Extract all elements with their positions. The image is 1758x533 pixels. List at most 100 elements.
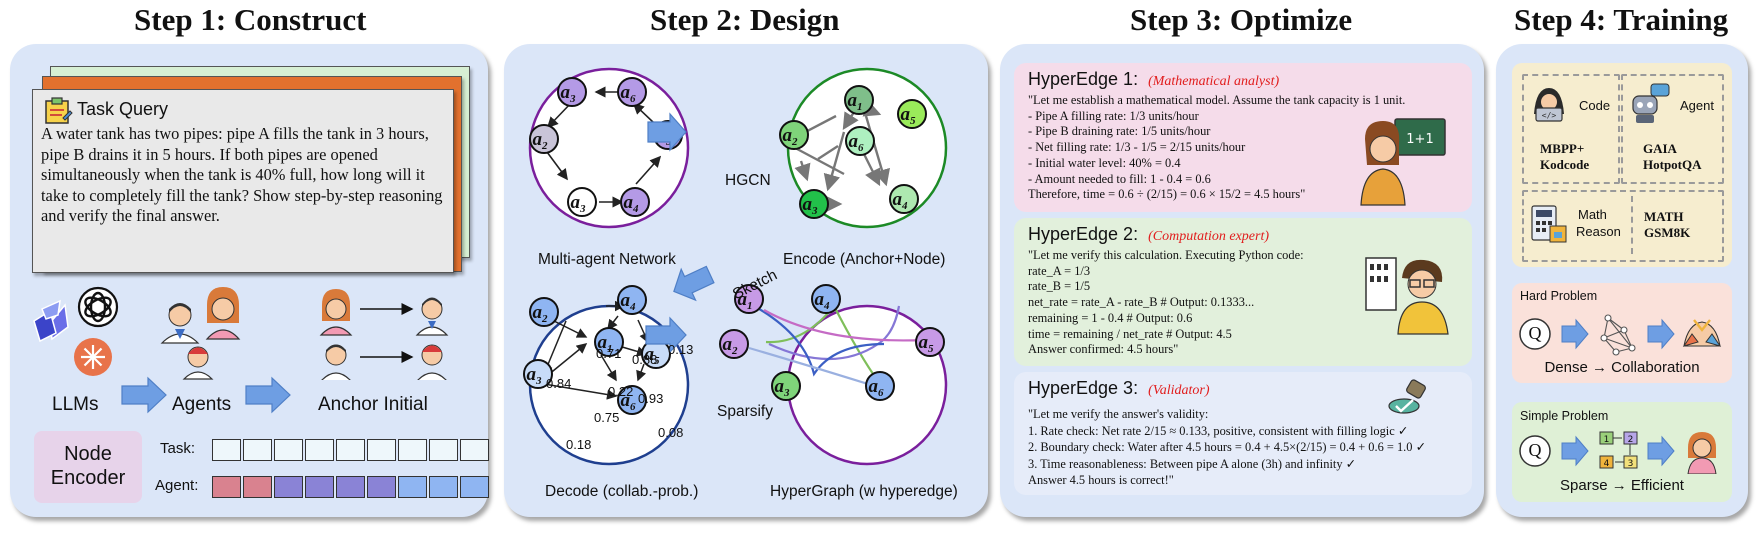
node-subscript: 3 [535, 375, 542, 387]
math-label-2: Reason [1576, 224, 1621, 239]
anchor-initial-diagram [319, 289, 449, 380]
weight-label-3: 0.13 [668, 342, 694, 357]
graph-node: a5 [641, 339, 671, 369]
graph-node: a6 [617, 385, 647, 415]
hyperedge-line: "Let me establish a mathematical model. … [1028, 93, 1406, 107]
sketch-arrow-icon [673, 265, 715, 302]
encode-label: Encode (Anchor+Node) [783, 251, 946, 268]
math-dataset-cell [1522, 190, 1724, 262]
graph-node: a3 [799, 189, 829, 219]
openai-icon [77, 286, 119, 328]
calculator-icon [1531, 205, 1567, 243]
hyperedge-2-lines: "Let me verify this calculation. Executi… [1028, 248, 1304, 358]
weight-label-5: 0.22 [608, 384, 634, 399]
node-subscript: 1 [747, 300, 753, 312]
graph-node: a4 [620, 187, 650, 217]
task-embedding-cube [460, 439, 489, 461]
hyperedge-line: "Let me verify the answer's validity: [1028, 407, 1209, 421]
hyperedge-line: - Initial water level: 40% = 0.4 [1028, 155, 1181, 170]
graph-node: a4 [811, 284, 841, 314]
node-subscript: 3 [579, 203, 586, 215]
agent-embedding-cube [274, 476, 303, 498]
task-query-card: Task Query A water tank has two pipes: p… [32, 89, 454, 273]
hyperedge-1-role: (Mathematical analyst) [1148, 74, 1280, 89]
hyperedge-line: - Pipe A filling rate: 1/3 units/hour [1028, 108, 1199, 123]
hyperedge-3-lines: "Let me verify the answer's validity:1. … [1028, 406, 1426, 489]
arrow-agents-to-anchor-icon [245, 376, 291, 414]
agent-dataset-1: GAIA [1643, 141, 1677, 156]
hyperedge-line: rate_A = 1/3 [1028, 263, 1091, 278]
node-subscript: 1 [607, 343, 613, 355]
gemini-like-icon [33, 299, 69, 343]
simple-problem-title: Simple Problem [1520, 409, 1609, 423]
hyperedge-1-title-text: HyperEdge 1: [1028, 69, 1139, 89]
mas-circle [528, 67, 690, 229]
hyperedges [748, 303, 925, 391]
avatar-woman-icon [205, 287, 241, 340]
hyperedge-card-2: HyperEdge 2: (Computation expert) "Let m… [1014, 218, 1472, 366]
code-dataset-2: Kodcode [1540, 157, 1590, 172]
node-subscript: 2 [791, 136, 798, 148]
node-subscript: 4 [823, 300, 830, 312]
code-label: Code [1579, 98, 1611, 113]
weight-label-6: 0.93 [638, 391, 664, 406]
avatar-man-icon [160, 303, 200, 344]
sticky-note-icon [45, 97, 73, 124]
node-subscript: 4 [629, 301, 636, 313]
agent-label: Agent [1680, 98, 1714, 113]
agent-embedding-cube [212, 476, 241, 498]
agent-embedding-cube [367, 476, 396, 498]
query-q-hard: Q [1528, 323, 1542, 343]
hyperedge-line: time = remaining / net_rate # Output: 4.… [1028, 326, 1232, 341]
query-q-simple: Q [1528, 440, 1542, 460]
step-3-title: Step 3: Optimize [1130, 2, 1353, 37]
agent-dataset-cell [1621, 74, 1724, 184]
code-dataset-cell [1522, 74, 1620, 184]
hypergraph-label: HyperGraph (w hyperedge) [770, 483, 958, 500]
weight-label-8: 0.18 [566, 437, 592, 452]
hard-problem-caption: Dense → Collaboration [1544, 359, 1700, 376]
agent-row-label: Agent: [155, 477, 199, 494]
node-subscript: 4 [632, 203, 639, 215]
hyperedge-3-title: HyperEdge 3: (Validator) [1028, 378, 1210, 399]
hgcn-arrow-icon [647, 112, 687, 152]
grid-number-3: 3 [1628, 459, 1634, 469]
hyperedge-line: - Net filling rate: 1/3 - 1/5 = 2/15 uni… [1028, 140, 1246, 155]
agent-embedding-cube [336, 476, 365, 498]
sparsify-label: Sparsify [717, 403, 773, 420]
node-subscript: 5 [654, 355, 660, 367]
graph-node: a6 [845, 126, 875, 156]
teacher-icon: 1+1 [1360, 118, 1446, 206]
hard-arrow-2-icon [1647, 318, 1675, 350]
simple-problem-caption: Sparse → Efficient [1560, 477, 1684, 494]
mas-label: Multi-agent Network [538, 251, 676, 268]
hyperedge-line: - Pipe B draining rate: 1/5 units/hour [1028, 124, 1211, 139]
node-encoder-label-2: Encoder [50, 467, 126, 489]
hard-problem-title: Hard Problem [1520, 289, 1598, 303]
anchor-target-cap-icon [417, 344, 447, 380]
claude-like-icon [74, 338, 112, 376]
graph-node: a1 [844, 85, 874, 115]
anchor-woman-icon [319, 289, 353, 336]
simple-arrow-2-icon [1647, 435, 1675, 467]
node-encoder-label-1: Node [64, 443, 112, 465]
query-circle-simple [1519, 435, 1551, 467]
decode-label: Decode (collab.-prob.) [545, 483, 699, 500]
robot-agent-icon [1632, 83, 1670, 123]
task-embedding-cube [367, 439, 396, 461]
node-subscript: 6 [630, 93, 636, 105]
design-diagram: a3a6a2a5a3a4a1a5a2a6a3a4a2a4a1a5a3a6a1a4… [523, 67, 948, 466]
node-subscript: 6 [878, 387, 884, 399]
simple-arrow-1-icon [1561, 435, 1589, 467]
hyperedge-3-title-text: HyperEdge 3: [1028, 378, 1139, 398]
node-subscript: 6 [630, 401, 636, 413]
sparse-grid-icon: 1 2 4 3 [1599, 431, 1638, 469]
node-subscript: 5 [910, 115, 916, 127]
simple-problem-flow: 1 2 4 3 [1519, 431, 1717, 474]
code-dataset-1: MBPP+ [1540, 141, 1585, 156]
agent-embedding-cube [305, 476, 334, 498]
graph-node: a3 [567, 187, 597, 217]
node-subscript: 3 [569, 93, 576, 105]
graph-node: a6 [865, 371, 895, 401]
stamp-icon [1388, 379, 1426, 414]
